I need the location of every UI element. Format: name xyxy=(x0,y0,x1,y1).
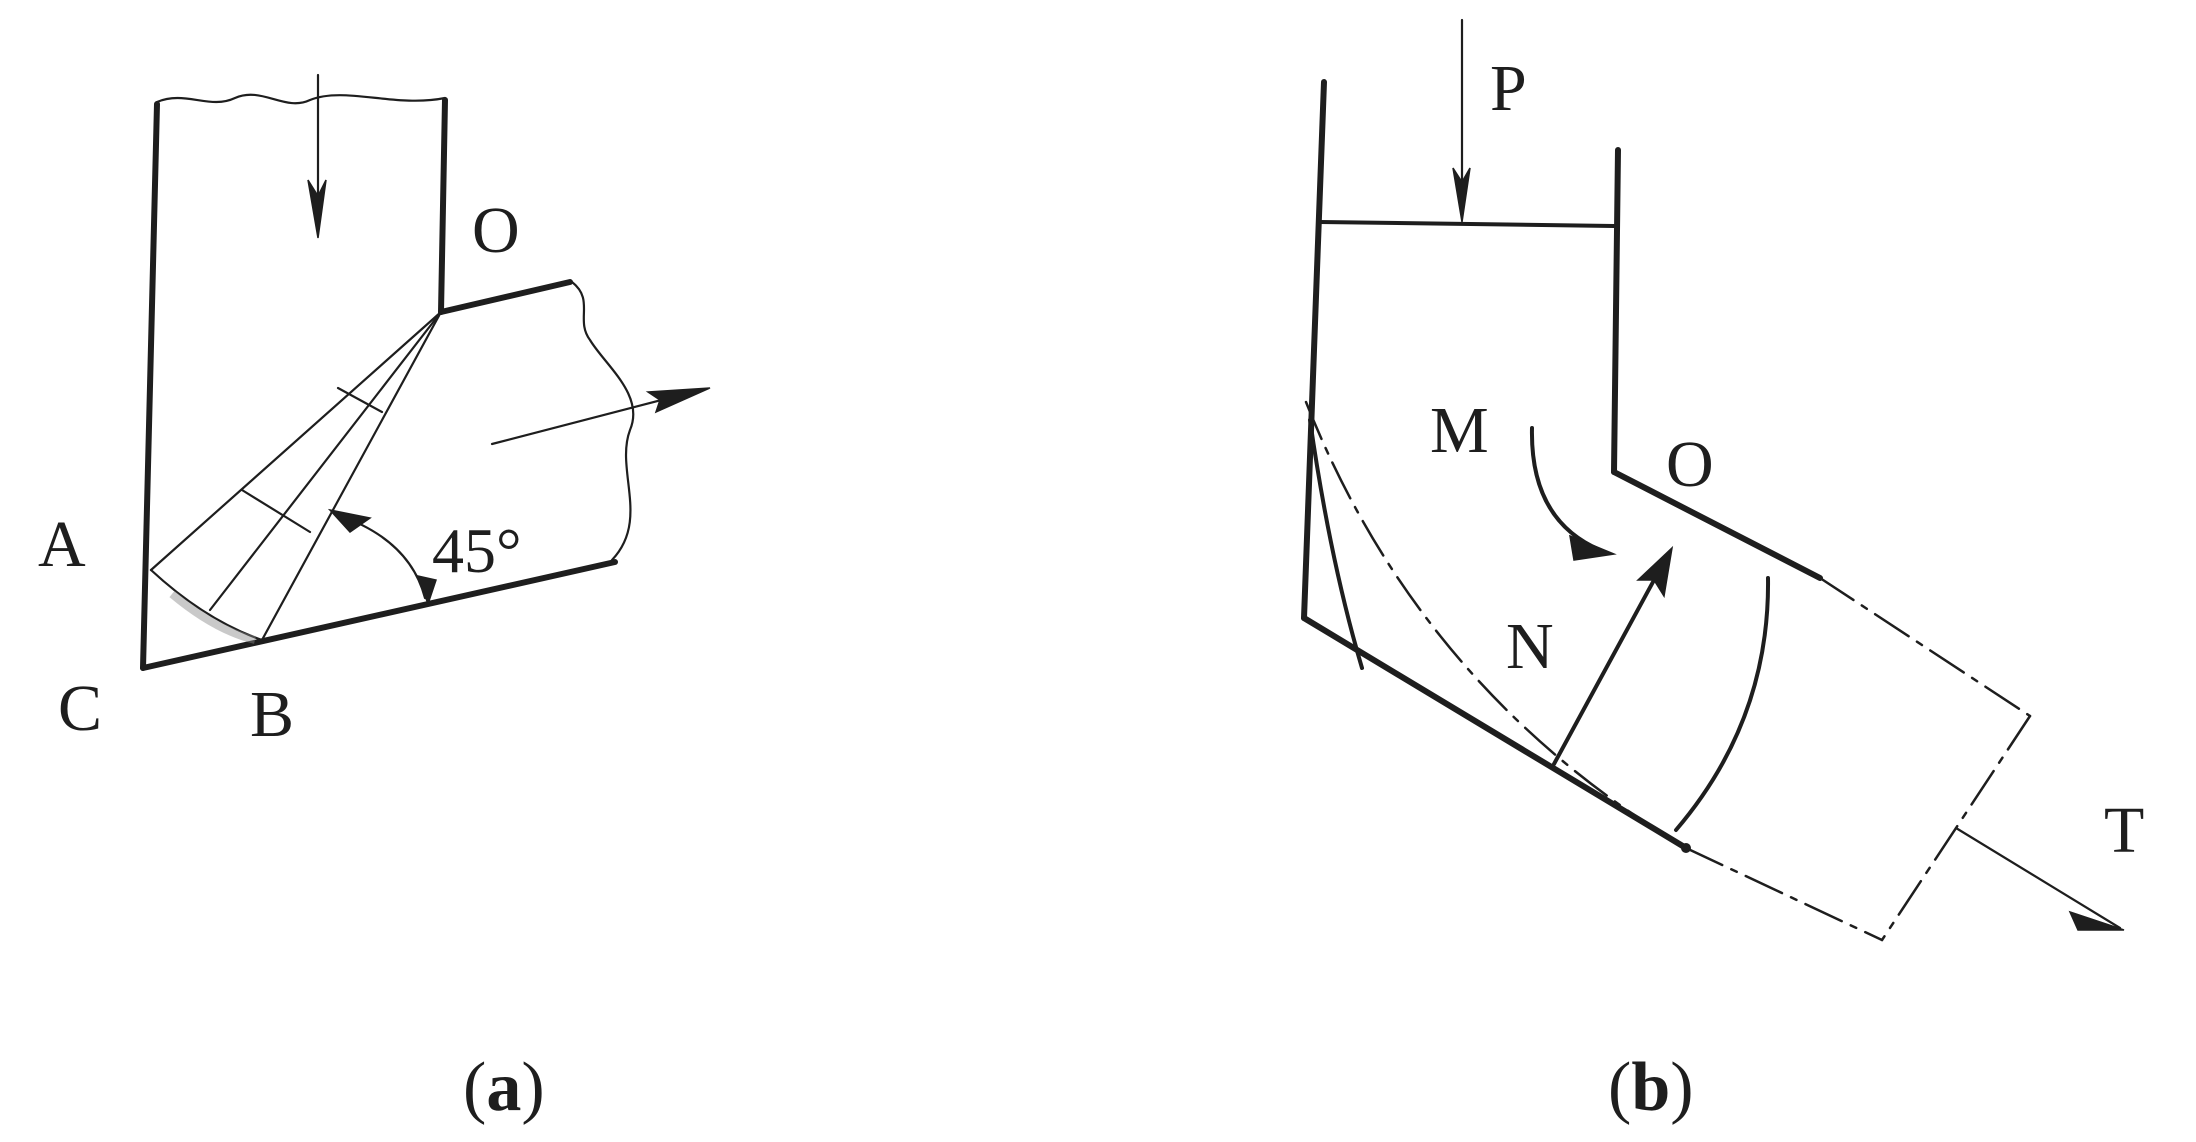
panel-a-inclined-upper-edge xyxy=(438,279,573,315)
caption-a: (a) xyxy=(463,1049,545,1126)
label-a-O: O xyxy=(472,194,520,267)
label-b-P: P xyxy=(1490,52,1527,125)
panel-b-normal-arrow-N xyxy=(1552,556,1668,766)
label-a-A: A xyxy=(38,508,86,581)
label-b-N: N xyxy=(1506,610,1554,683)
panel-a-break-right xyxy=(570,280,635,562)
panel-b-right-wall xyxy=(1611,147,1621,475)
panel-a-fan-line-3 xyxy=(260,310,443,642)
caption-b: (b) xyxy=(1608,1049,1694,1126)
label-b-M: M xyxy=(1430,394,1489,467)
panel-a-corner-shading xyxy=(169,590,257,644)
panel-b-dashdot-arc xyxy=(1304,400,1688,850)
panel-a-tick-1 xyxy=(336,386,384,414)
panel-b-dashdot-upper xyxy=(1818,576,2032,718)
panel-a: O A C B 45° (a) xyxy=(38,73,711,1126)
panel-b-tension-arrow-T xyxy=(1954,826,2122,930)
panel-b: P M O N T (b) xyxy=(1301,18,2144,1126)
panel-b-moment-arrowhead-M xyxy=(1569,534,1617,561)
panel-a-inclined-lower-edge xyxy=(140,559,618,671)
panel-a-angle-arrowhead-top xyxy=(327,508,372,533)
panel-a-angle-arrowhead-bottom xyxy=(416,574,437,607)
label-a-C: C xyxy=(58,672,102,745)
panel-b-inclined-upper-edge xyxy=(1611,469,1823,581)
panel-b-load-arrowhead-P xyxy=(1452,167,1471,223)
label-a-angle: 45° xyxy=(432,515,522,586)
panel-a-fan-line-2 xyxy=(208,310,443,612)
panel-b-dashdot-lower xyxy=(1684,846,1884,942)
panel-b-left-wall xyxy=(1301,79,1327,621)
panel-b-moment-arrow-M xyxy=(1529,426,1602,552)
panel-b-normal-arrowhead-N xyxy=(1636,545,1674,599)
label-b-O: O xyxy=(1666,428,1714,501)
panel-a-right-wall xyxy=(438,97,448,315)
panel-b-tension-arrowhead-T xyxy=(2068,910,2125,931)
panel-a-tick-2 xyxy=(240,488,312,534)
panel-a-left-wall xyxy=(140,101,160,671)
panel-b-curved-section xyxy=(1674,576,1771,832)
panel-a-fan-line-1 xyxy=(149,310,443,572)
panel-a-break-top xyxy=(155,93,447,105)
panel-b-curved-outer-edge xyxy=(1308,418,1364,670)
panel-b-top-plate xyxy=(1318,220,1616,228)
panel-a-load-arrowhead xyxy=(307,179,327,239)
panel-a-arc-AB xyxy=(149,568,264,642)
panel-b-dot-end xyxy=(1681,843,1691,853)
label-b-T: T xyxy=(2104,794,2144,867)
panel-b-inclined-lower-edge xyxy=(1301,615,1689,851)
label-a-B: B xyxy=(250,678,294,751)
panel-a-shear-arrowhead xyxy=(645,387,711,414)
